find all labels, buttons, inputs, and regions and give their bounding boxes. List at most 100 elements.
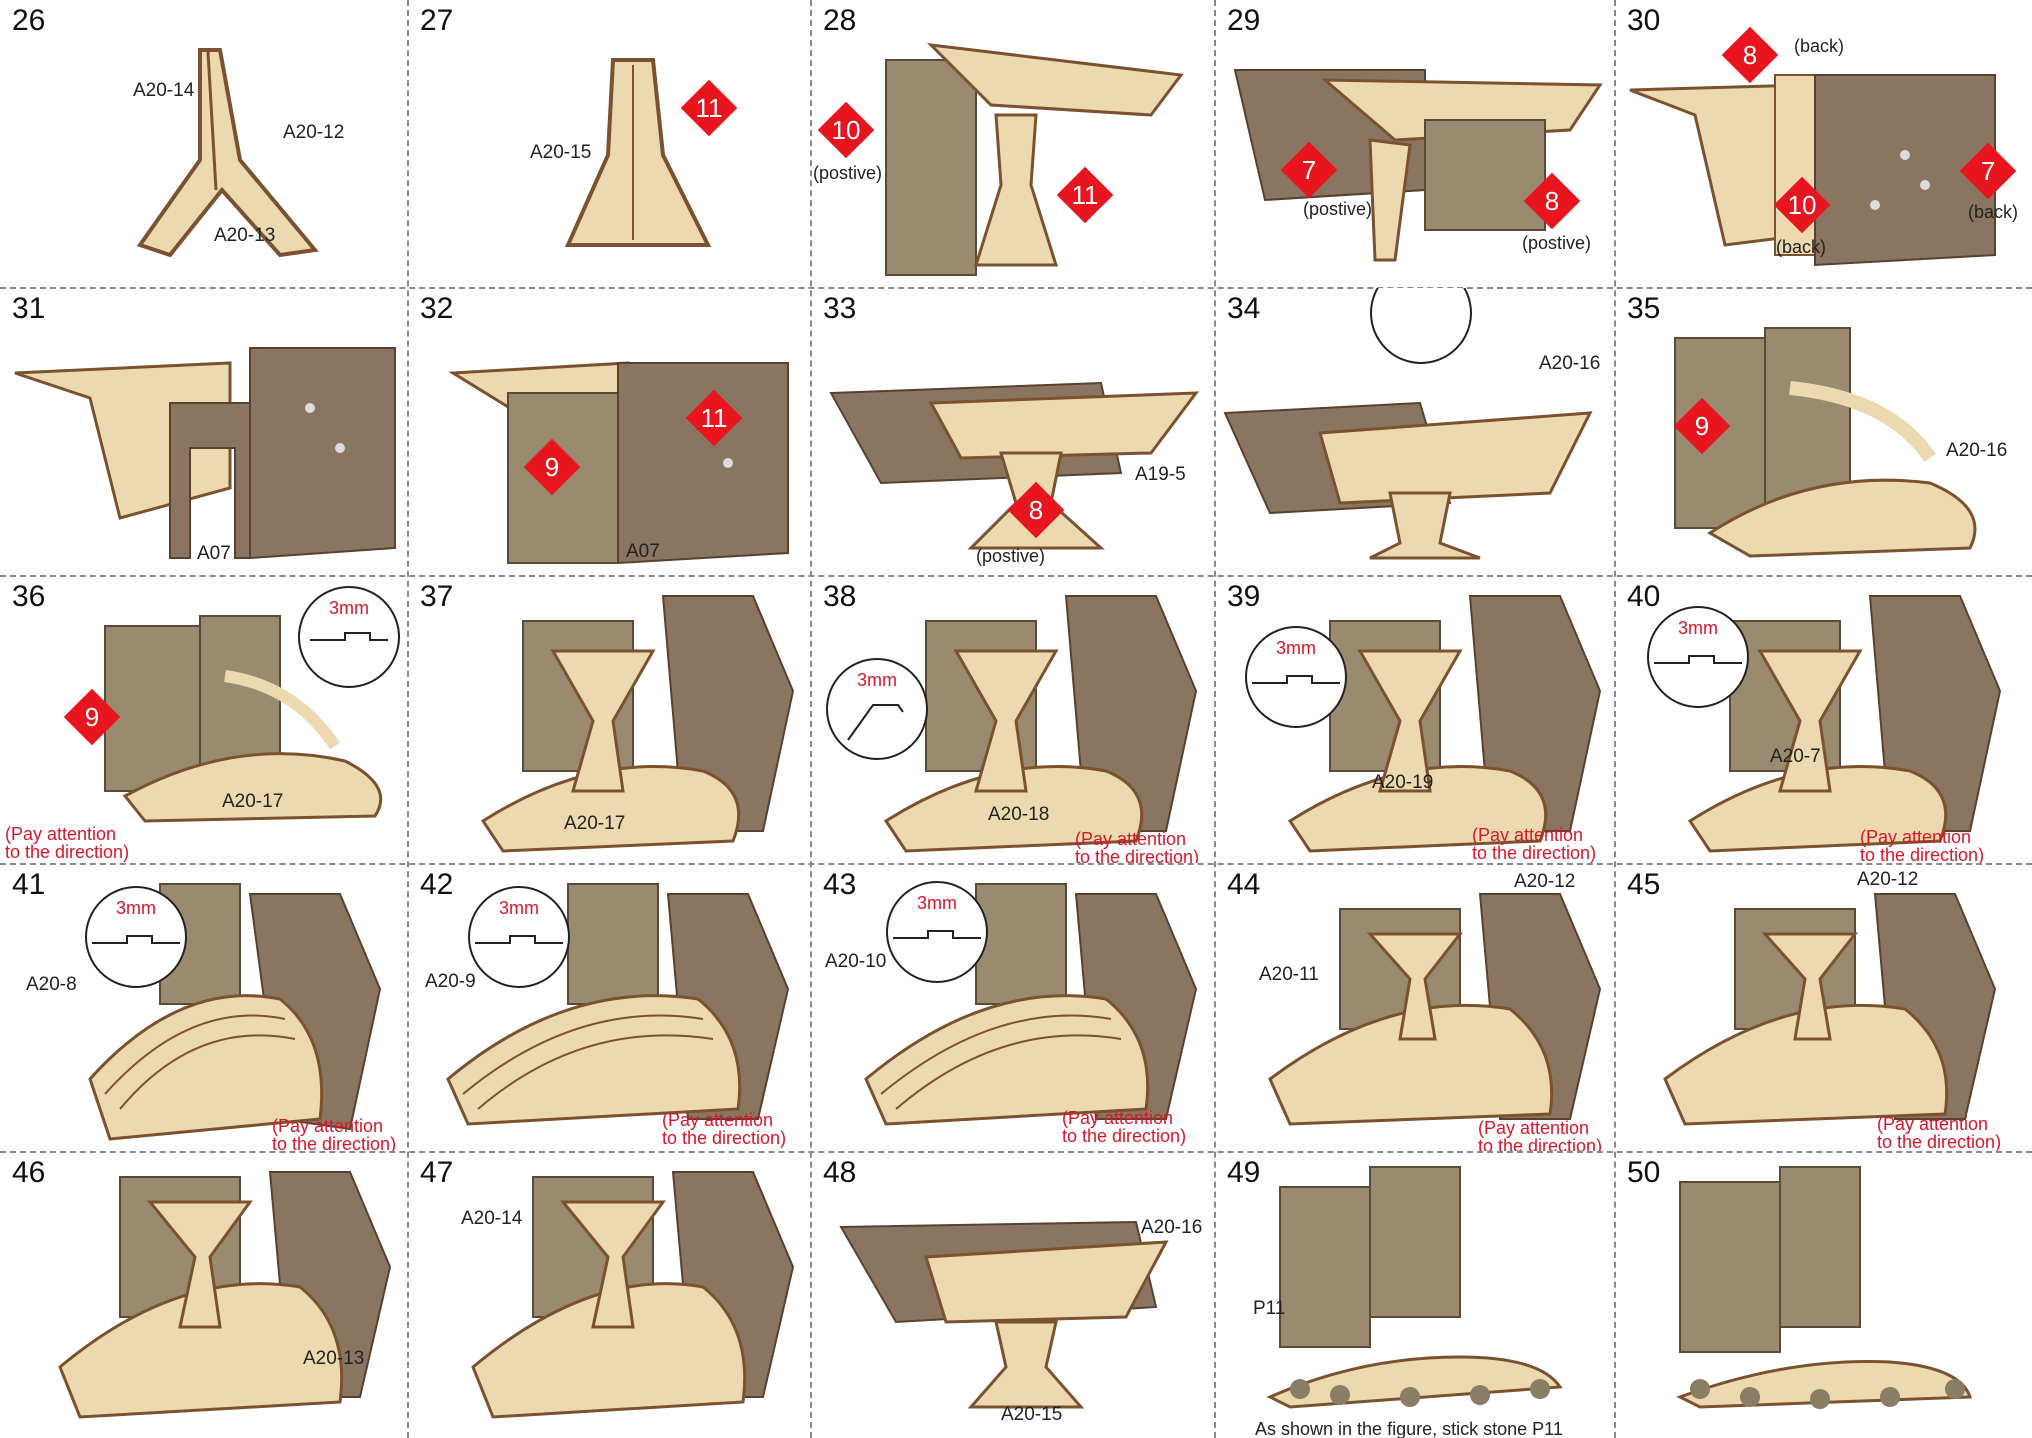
step-37: 37 A20-17 <box>408 576 810 863</box>
step-34: 34 A20-16 <box>1215 288 1614 575</box>
part-label: A20-15 <box>1001 1404 1062 1426</box>
orientation-note: (postive) <box>976 546 1045 567</box>
step-number: 26 <box>12 4 45 38</box>
step-48: 48 A20-16 A20-15 <box>811 1152 1214 1438</box>
step-badge: 7 <box>1284 145 1334 195</box>
step-number: 39 <box>1227 580 1260 614</box>
part-label: A20-16 <box>1539 353 1600 375</box>
step-number: 43 <box>823 868 856 902</box>
step-46: 46 A20-13 <box>0 1152 407 1438</box>
step-27: 27 A20-15 11 <box>408 0 810 287</box>
step-badge: 8 <box>1011 485 1061 535</box>
step-32: 32 9 11 A07 <box>408 288 810 575</box>
step-number: 33 <box>823 292 856 326</box>
detail-callout: 3mm <box>886 881 988 983</box>
step-number: 49 <box>1227 1156 1260 1190</box>
part-label: A07 <box>197 543 231 565</box>
piece-illustration <box>1260 879 1610 1144</box>
part-label: A20-13 <box>303 1348 364 1370</box>
step-badge: 7 <box>1963 146 2013 196</box>
step-35: 35 9 A20-16 <box>1615 288 2032 575</box>
step-badge: 11 <box>689 393 739 443</box>
step-badge: 10 <box>821 105 871 155</box>
step-50: 50 <box>1615 1152 2032 1438</box>
part-label: A20-11 <box>1259 964 1319 986</box>
detail-callout: 3mm <box>1647 606 1749 708</box>
step-badge: 10 <box>1777 180 1827 230</box>
step-badge: 11 <box>684 83 734 133</box>
step-caption: As shown in the figure, stick stone P11 <box>1255 1419 1563 1438</box>
orientation-note: (back) <box>1794 36 1844 57</box>
orientation-note: (back) <box>1776 237 1826 258</box>
step-number: 29 <box>1227 4 1260 38</box>
step-49: 49 P11 As shown in the figure, stick sto… <box>1215 1152 1614 1438</box>
piece-illustration <box>463 591 803 856</box>
step-26: 26 A20-14 A20-12 A20-13 <box>0 0 407 287</box>
step-44: 44 A20-12 A20-11 (Pay attentionto the di… <box>1215 864 1614 1151</box>
step-number: 35 <box>1627 292 1660 326</box>
part-label: A19-5 <box>1135 464 1186 486</box>
step-number: 44 <box>1227 868 1260 902</box>
part-label: A07 <box>626 541 660 563</box>
detail-callout: 3mm <box>85 886 187 988</box>
part-label: A20-17 <box>564 813 625 835</box>
step-number: 47 <box>420 1156 453 1190</box>
direction-note: (Pay attentionto the direction) <box>5 825 129 861</box>
part-label: A20-10 <box>825 951 886 973</box>
part-label: A20-12 <box>283 122 344 144</box>
step-number: 50 <box>1627 1156 1660 1190</box>
piece-illustration <box>50 1157 400 1432</box>
step-number: 48 <box>823 1156 856 1190</box>
part-label: A20-12 <box>1857 869 1918 891</box>
part-label: P11 <box>1253 1298 1285 1320</box>
part-label: A20-13 <box>214 225 275 247</box>
part-label: A20-9 <box>425 971 476 993</box>
part-label: A20-8 <box>26 974 77 996</box>
step-number: 46 <box>12 1156 45 1190</box>
part-label: A20-7 <box>1770 746 1821 768</box>
detail-callout <box>1370 288 1472 364</box>
piece-illustration <box>448 323 793 568</box>
step-number: 28 <box>823 4 856 38</box>
direction-note: (Pay attentionto the direction) <box>1062 1109 1186 1145</box>
step-31: 31 A07 <box>0 288 407 575</box>
step-number: 41 <box>12 868 45 902</box>
step-33: 33 A19-5 8 (postive) <box>811 288 1214 575</box>
piece-illustration <box>1260 1157 1600 1412</box>
part-label: A20-14 <box>133 80 194 102</box>
piece-illustration <box>1220 373 1610 568</box>
step-number: 30 <box>1627 4 1660 38</box>
part-label: A20-12 <box>1514 871 1575 893</box>
detail-callout: 3mm <box>826 658 928 760</box>
step-30: 30 8 (back) 7 (back) 10 (back) <box>1615 0 2032 287</box>
orientation-note: (postive) <box>1303 199 1372 220</box>
piece-illustration <box>1670 1157 2000 1417</box>
orientation-note: (back) <box>1968 202 2018 223</box>
step-47: 47 A20-14 <box>408 1152 810 1438</box>
piece-illustration <box>1655 879 2005 1144</box>
part-label: A20-16 <box>1946 440 2007 462</box>
direction-note: (Pay attentionto the direction) <box>272 1117 396 1151</box>
step-badge: 8 <box>1725 30 1775 80</box>
direction-note: (Pay attentionto the direction) <box>1877 1115 2001 1151</box>
orientation-note: (postive) <box>1522 233 1591 254</box>
step-number: 34 <box>1227 292 1260 326</box>
part-label: A20-19 <box>1372 772 1433 794</box>
step-number: 32 <box>420 292 453 326</box>
step-number: 27 <box>420 4 453 38</box>
step-28: 28 10 (postive) 11 <box>811 0 1214 287</box>
part-label: A20-15 <box>530 142 591 164</box>
direction-note: (Pay attentionto the direction) <box>1075 830 1199 863</box>
orientation-note: (postive) <box>813 163 882 184</box>
step-29: 29 7 (postive) 8 (postive) <box>1215 0 1614 287</box>
